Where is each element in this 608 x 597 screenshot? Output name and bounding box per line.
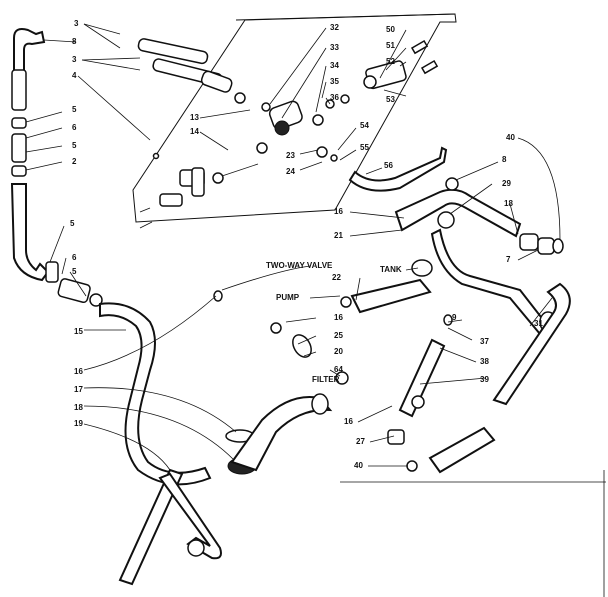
part-label-3a: 3 (74, 19, 79, 28)
part-label-39: 39 (480, 375, 489, 384)
part-label-37: 37 (480, 337, 489, 346)
pump-label: PUMP (276, 293, 300, 302)
part-label-32: 32 (330, 23, 339, 32)
part-label-55: 55 (360, 143, 369, 152)
part-label-29: 29 (502, 179, 511, 188)
part-label-64: 64 (334, 365, 343, 374)
part-label-3b: 3 (72, 55, 77, 64)
inset-box-edge (235, 13, 456, 21)
inset-coupling-upper (137, 38, 246, 104)
tank-label: TANK (380, 265, 402, 274)
part-label-16c: 16 (334, 313, 343, 322)
filter-label: FILTER (312, 375, 340, 384)
part-label-34: 34 (330, 61, 339, 70)
part-label-8b: 8 (502, 155, 507, 164)
part-label-7: 7 (506, 255, 511, 264)
part-label-16b: 16 (334, 207, 343, 216)
part-label-54: 54 (360, 121, 369, 130)
part-label-25: 25 (334, 331, 343, 340)
central-hose (99, 302, 222, 586)
part-label-31: 31 (534, 319, 543, 328)
part-label-40b: 40 (354, 461, 363, 470)
inset-elbow-hose (316, 146, 448, 192)
part-label-8a: 8 (72, 37, 77, 46)
part-label-16d: 16 (344, 417, 353, 426)
part-label-51: 51 (386, 41, 395, 50)
part-label-21: 21 (334, 231, 343, 240)
part-label-35: 35 (330, 77, 339, 86)
part-label-18b: 18 (504, 199, 513, 208)
two-way-valve-label: TWO-WAY VALVE (266, 261, 333, 270)
part-label-14: 14 (190, 127, 199, 136)
part-label-5d: 5 (72, 267, 77, 276)
part-label-33: 33 (330, 43, 339, 52)
middle-hose-assembly (213, 290, 333, 475)
part-label-53: 53 (386, 95, 395, 104)
inset-bracket (363, 39, 439, 90)
part-label-9: 9 (452, 313, 457, 322)
part-label-17: 17 (74, 385, 83, 394)
part-label-18: 18 (74, 403, 83, 412)
left-hose-assembly (10, 28, 103, 307)
part-label-50: 50 (386, 25, 395, 34)
part-label-22: 22 (332, 273, 341, 282)
part-label-16a: 16 (74, 367, 83, 376)
part-label-36: 36 (330, 93, 339, 102)
part-label-56: 56 (384, 161, 393, 170)
part-label-5b: 5 (72, 141, 77, 150)
leader-lines (25, 23, 561, 471)
inset-valve-body (256, 94, 350, 154)
part-label-4: 4 (72, 71, 77, 80)
part-label-20: 20 (334, 347, 343, 356)
inset-tee-fitting (139, 152, 259, 229)
part-label-27: 27 (356, 437, 365, 446)
part-label-5c: 5 (70, 219, 75, 228)
part-label-13: 13 (190, 113, 199, 122)
part-label-52: 52 (386, 57, 395, 66)
part-label-23: 23 (286, 151, 295, 160)
part-label-6b: 6 (72, 253, 77, 262)
part-label-5a: 5 (72, 105, 77, 114)
part-label-19: 19 (74, 419, 83, 428)
part-label-2: 2 (72, 157, 77, 166)
part-label-40a: 40 (506, 133, 515, 142)
part-label-6a: 6 (72, 123, 77, 132)
right-hose-assembly (270, 177, 606, 597)
part-label-38: 38 (480, 357, 489, 366)
part-label-24: 24 (286, 167, 295, 176)
part-label-15: 15 (74, 327, 83, 336)
